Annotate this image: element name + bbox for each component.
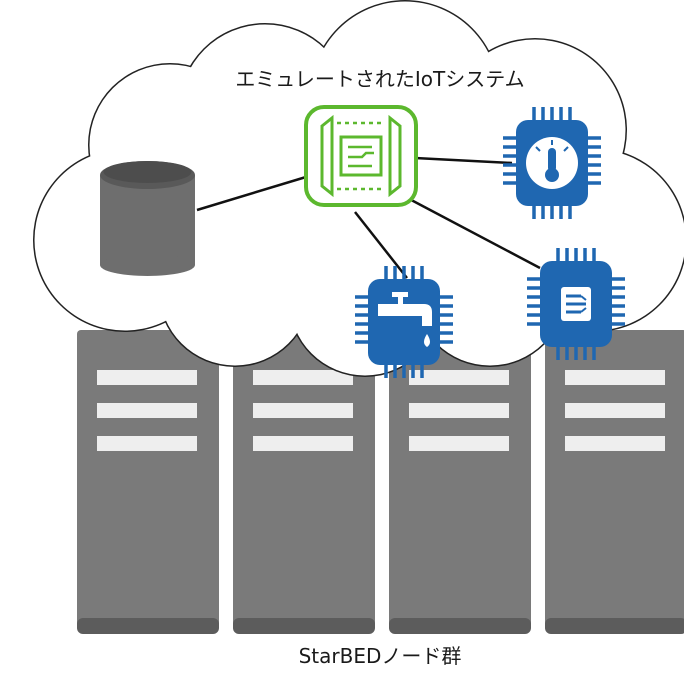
database-icon (100, 161, 195, 276)
thermostat-chip-icon (503, 107, 601, 219)
server-rack-icon (389, 330, 531, 634)
generic-chip-icon (527, 248, 625, 360)
cloud-title: エミュレートされたIoTシステム (235, 67, 524, 91)
connector-gateway-thermostat (414, 156, 513, 165)
nodes-caption: StarBEDノード群 (299, 644, 462, 668)
connector-lines (196, 156, 541, 279)
server-rack-icon (233, 330, 375, 634)
server-rack-icon (545, 330, 684, 634)
connector-gateway-chip (397, 191, 541, 270)
server-rack-group (77, 330, 684, 634)
connector-db-gateway (196, 175, 307, 212)
iot-gateway-icon (304, 105, 418, 207)
server-rack-icon (77, 330, 219, 634)
connector-gateway-faucet (354, 211, 408, 279)
water-faucet-chip-icon (355, 266, 453, 378)
